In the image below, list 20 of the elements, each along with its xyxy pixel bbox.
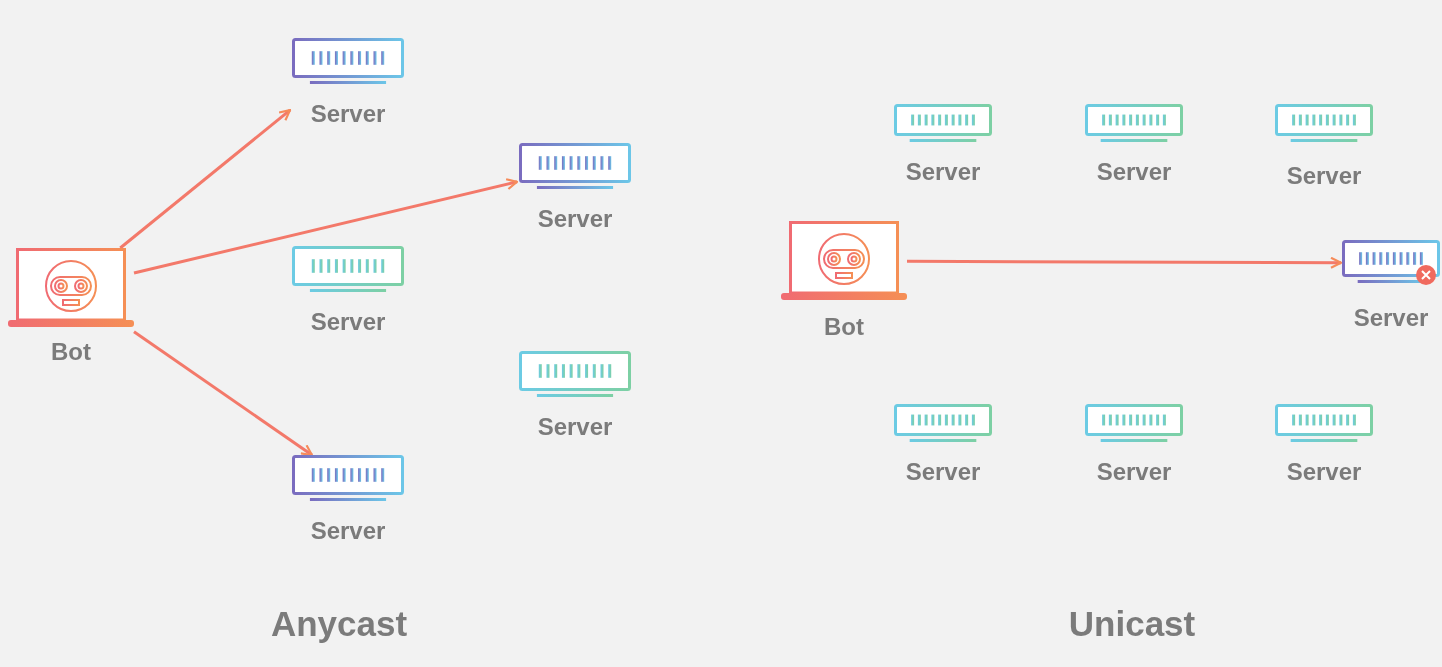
node-label: Server (1096, 460, 1172, 484)
node-label: Server (905, 160, 981, 184)
node-label: Server (537, 207, 613, 231)
node-label: Server (1286, 164, 1362, 188)
node-label: Bot (824, 315, 864, 339)
node-label: Server (1096, 160, 1172, 184)
node-label: Server (1353, 306, 1429, 330)
section-title: Anycast (270, 604, 408, 644)
arrow (119, 108, 292, 250)
node-label: Server (537, 415, 613, 439)
node-label: Server (1286, 460, 1362, 484)
arrow (907, 256, 1343, 269)
node-label: Server (905, 460, 981, 484)
node-label: Bot (51, 340, 91, 364)
node-label: Server (310, 519, 386, 543)
arrow (133, 330, 314, 457)
section-title: Unicast (1068, 604, 1196, 644)
node-label: Server (310, 310, 386, 334)
arrow (133, 178, 519, 275)
node-label: Server (310, 102, 386, 126)
